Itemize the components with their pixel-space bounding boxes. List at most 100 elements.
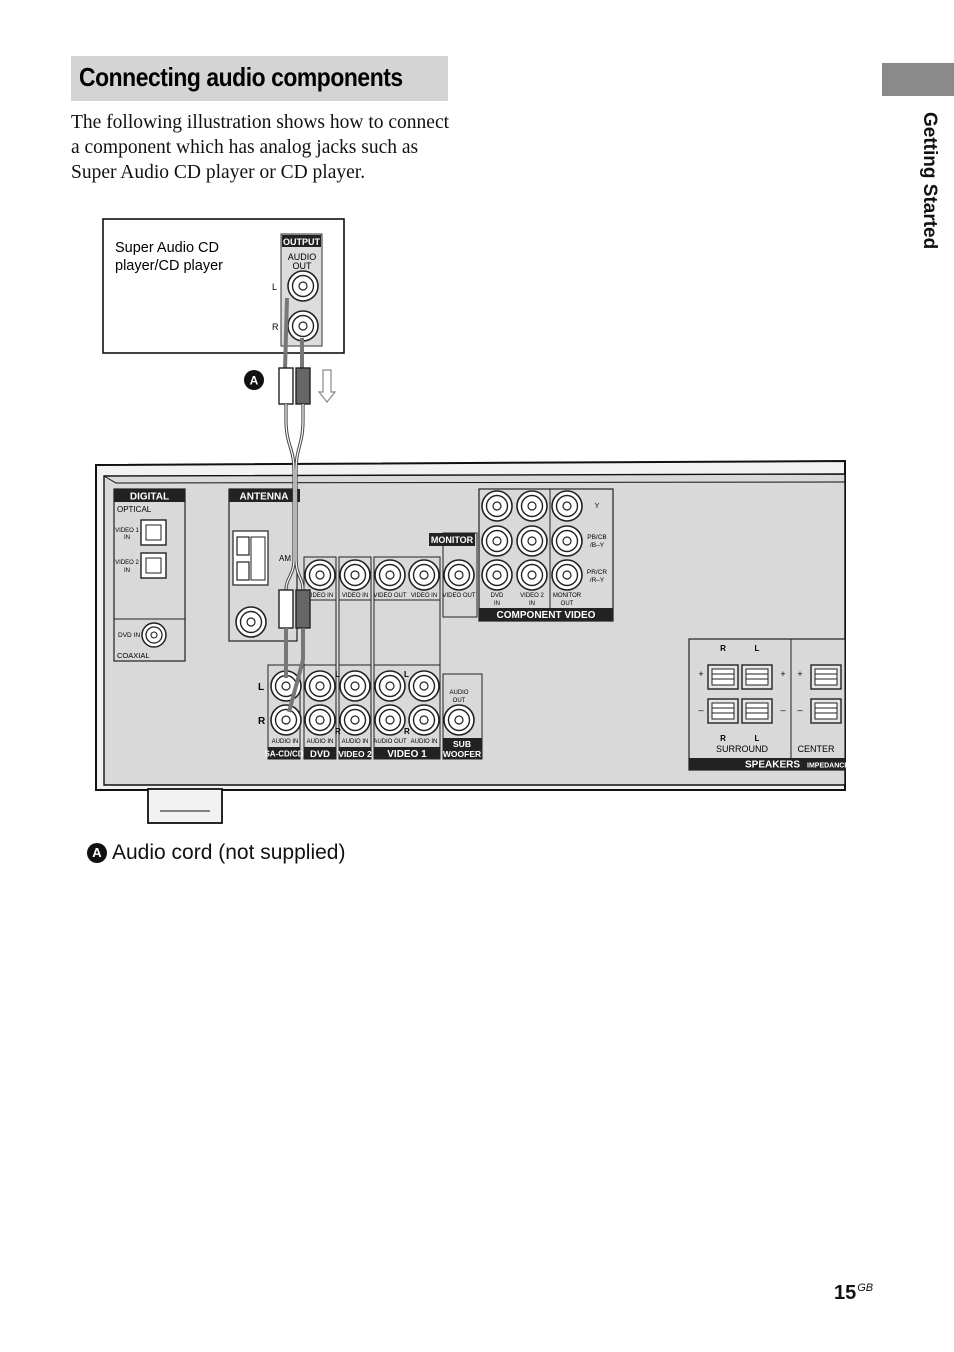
center-minus-terminal[interactable] <box>810 698 842 724</box>
caption-marker: A <box>87 843 107 863</box>
surround-r-plus-terminal[interactable] <box>707 664 739 690</box>
center-plus-terminal[interactable] <box>810 664 842 690</box>
video1-audio-in-label: AUDIO IN <box>411 739 438 745</box>
surround-l-plus-terminal[interactable] <box>741 664 773 690</box>
surround-label: SURROUND <box>716 744 769 754</box>
video2-video-in-jack[interactable] <box>339 559 371 591</box>
audio-out-line2: OUT <box>293 261 313 271</box>
component-monitor-pb-jack[interactable] <box>551 525 583 557</box>
component-dvd-pb-jack[interactable] <box>481 525 513 557</box>
player-jack-r-label: R <box>272 322 279 332</box>
surround-r-top-label: R <box>720 644 726 653</box>
impedance-label: IMPEDANCE <box>807 763 849 770</box>
component-video-label: COMPONENT VIDEO <box>497 610 596 621</box>
surround-r-minus-terminal[interactable] <box>707 698 739 724</box>
speakers-label: SPEAKERS <box>745 760 800 771</box>
video2-audio-in-label: AUDIO IN <box>342 739 369 745</box>
monitor-video-out-jack[interactable] <box>443 559 475 591</box>
player-label-line1: Super Audio CD <box>115 240 219 256</box>
coaxial-label: COAXIAL <box>117 651 150 660</box>
optical-label: OPTICAL <box>117 505 152 514</box>
component-video2-label-a: VIDEO 2 <box>520 593 544 599</box>
side-tab-label: Getting Started <box>919 112 940 250</box>
component-dvd-y-jack[interactable] <box>481 490 513 522</box>
signal-flow-arrow-icon <box>317 369 337 403</box>
intro-paragraph: The following illustration shows how to … <box>71 112 450 183</box>
video1-audio-l-label: L <box>404 670 409 679</box>
coaxial-dvd-in-jack[interactable] <box>141 622 167 648</box>
video1-audio-r-label: R <box>404 727 410 736</box>
digital-input-section: DIGITAL OPTICAL VIDEO 1 IN VIDEO 2 IN DV… <box>113 488 186 662</box>
surround-l-bottom-label: L <box>755 734 760 743</box>
sub-audio-out-label-a: AUDIO <box>449 690 468 696</box>
optical-video2-label-b: IN <box>124 568 130 574</box>
optical-video2-label-a: VIDEO 2 <box>115 560 139 566</box>
coaxial-dvd-in-label: DVD IN <box>118 632 140 639</box>
component-pr-label-b: /R–Y <box>590 577 605 584</box>
video1-video-out-jack[interactable] <box>374 559 406 591</box>
video1-video-in-jack[interactable] <box>408 559 440 591</box>
section-heading: Connecting audio components <box>79 62 403 92</box>
video2-audio-in-r-jack[interactable] <box>339 704 371 736</box>
component-y-label: Y <box>595 503 600 510</box>
surround-minus-label-right: – <box>780 705 785 715</box>
output-label: OUTPUT <box>283 237 321 247</box>
component-video2-y-jack[interactable] <box>516 490 548 522</box>
video1-label: VIDEO 1 <box>387 749 427 760</box>
center-minus-label: – <box>797 705 802 715</box>
am-label: AM <box>279 554 291 563</box>
component-pr-label-a: PR/CR <box>587 569 608 576</box>
player-audio-out-l-jack[interactable] <box>287 270 319 302</box>
component-video2-pb-jack[interactable] <box>516 525 548 557</box>
video2-audio-in-l-jack[interactable] <box>339 670 371 702</box>
dvd-audio-in-l-jack[interactable] <box>304 670 336 702</box>
speakers-section: SPEAKERS IMPEDANCE R L + – + – R L SURRO… <box>688 638 849 771</box>
am-antenna-terminal-2[interactable] <box>236 561 250 581</box>
video1-audio-out-label: AUDIO OUT <box>373 739 407 745</box>
video2-label: VIDEO 2 <box>338 749 372 759</box>
video1-audio-in-l-jack[interactable] <box>408 670 440 702</box>
antenna-label: ANTENNA <box>240 492 289 503</box>
fm-antenna-jack[interactable] <box>235 606 267 638</box>
component-pb-label-a: PB/CB <box>587 534 607 541</box>
dvd-video-in-label: VIDEO IN <box>307 593 333 599</box>
sacd-audio-in-r-jack[interactable] <box>270 704 302 736</box>
surround-l-minus-terminal[interactable] <box>741 698 773 724</box>
video2-video-in-label: VIDEO IN <box>342 593 368 599</box>
surround-l-top-label: L <box>755 644 760 653</box>
section-heading-bar: Connecting audio components <box>71 56 448 101</box>
monitor-label: MONITOR <box>431 535 474 545</box>
video1-video-out-label: VIDEO OUT <box>373 593 406 599</box>
caption-text: Audio cord (not supplied) <box>112 841 346 864</box>
page-suffix: GB <box>857 1282 874 1295</box>
video1-audio-out-l-jack[interactable] <box>374 670 406 702</box>
sub-label-line1: SUB <box>453 739 471 749</box>
video1-audio-in-r-jack[interactable] <box>408 704 440 736</box>
cd-player-panel: Super Audio CD player/CD player OUTPUT A… <box>102 218 345 354</box>
audio-r-label: R <box>258 716 266 727</box>
surround-r-bottom-label: R <box>720 734 726 743</box>
page-number: 15GB <box>834 1282 873 1305</box>
audio-cord: A <box>244 297 337 713</box>
audio-l-label: L <box>258 682 264 693</box>
component-monitor-label-a: MONITOR <box>553 593 582 599</box>
optical-video1-label-a: VIDEO 1 <box>115 528 139 534</box>
player-label-line2: player/CD player <box>115 258 223 274</box>
dvd-audio-l-label: L <box>335 670 340 679</box>
subwoofer-audio-out-jack[interactable] <box>443 704 475 736</box>
component-monitor-y-jack[interactable] <box>551 490 583 522</box>
dvd-video-in-jack[interactable] <box>304 559 336 591</box>
sub-label-line2: WOOFER <box>443 749 481 759</box>
dvd-audio-in-r-jack[interactable] <box>304 704 336 736</box>
video1-audio-out-r-jack[interactable] <box>374 704 406 736</box>
component-video-section: COMPONENT VIDEO Y PB/CB /B–Y PR/CR /R–Y … <box>478 488 614 622</box>
surround-plus-label: + <box>698 669 703 679</box>
player-audio-out-r-jack[interactable] <box>287 310 319 342</box>
component-dvd-pr-jack[interactable] <box>481 559 513 591</box>
surround-minus-label: – <box>698 705 703 715</box>
am-antenna-terminal-1[interactable] <box>236 536 250 556</box>
dvd-audio-r-label: R <box>335 727 341 736</box>
component-monitor-pr-jack[interactable] <box>551 559 583 591</box>
component-video2-pr-jack[interactable] <box>516 559 548 591</box>
